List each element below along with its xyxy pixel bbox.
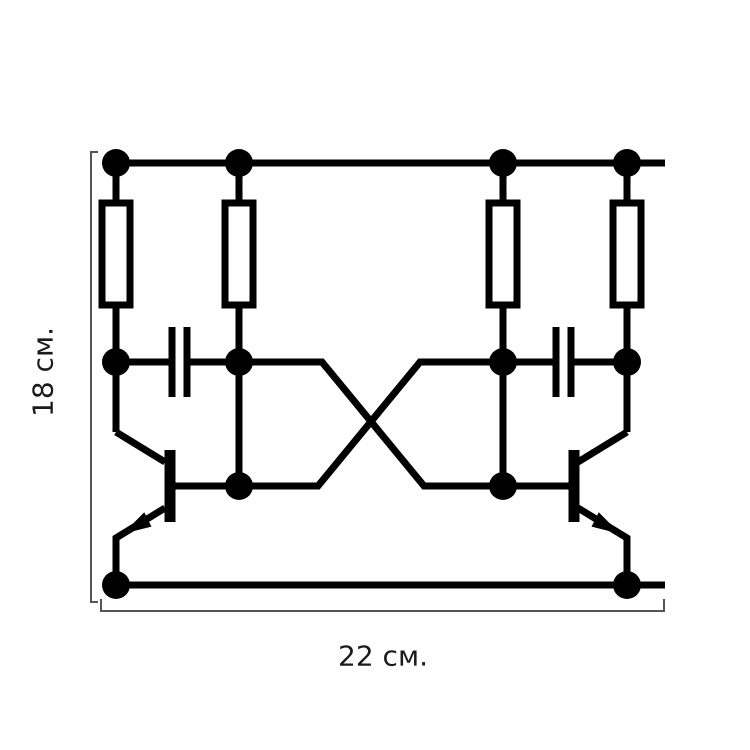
cross-wire-right-to-left: [239, 358, 503, 490]
circuit: [98, 159, 665, 589]
transistor-q2-emitter-arrow: [591, 512, 621, 534]
transistor-q1-emitter-arrow: [122, 512, 152, 534]
resistor-r2: [221, 199, 257, 309]
junction-dot: [102, 149, 130, 177]
junction-dot: [489, 348, 517, 376]
junction-dot: [489, 472, 517, 500]
wire: [576, 505, 631, 585]
junctions: [102, 149, 641, 599]
height-dimension-label: 18 см.: [26, 327, 60, 417]
resistor-r4: [609, 199, 645, 309]
junction-dot: [613, 348, 641, 376]
junction-dot: [225, 348, 253, 376]
width-dimension-line: [100, 599, 665, 612]
dimension-guides: [90, 151, 665, 612]
junction-dot: [225, 149, 253, 177]
wire: [112, 505, 167, 585]
width-dimension-label: 22 см.: [338, 639, 428, 673]
junction-dot: [613, 571, 641, 599]
junction-dot: [102, 348, 130, 376]
junction-dot: [489, 149, 517, 177]
wire: [114, 429, 167, 465]
resistor-r1: [98, 199, 134, 309]
height-dimension-line: [90, 151, 98, 603]
junction-dot: [225, 472, 253, 500]
wire: [576, 429, 629, 465]
junction-dot: [613, 149, 641, 177]
junction-dot: [102, 571, 130, 599]
resistor-r3: [485, 199, 521, 309]
